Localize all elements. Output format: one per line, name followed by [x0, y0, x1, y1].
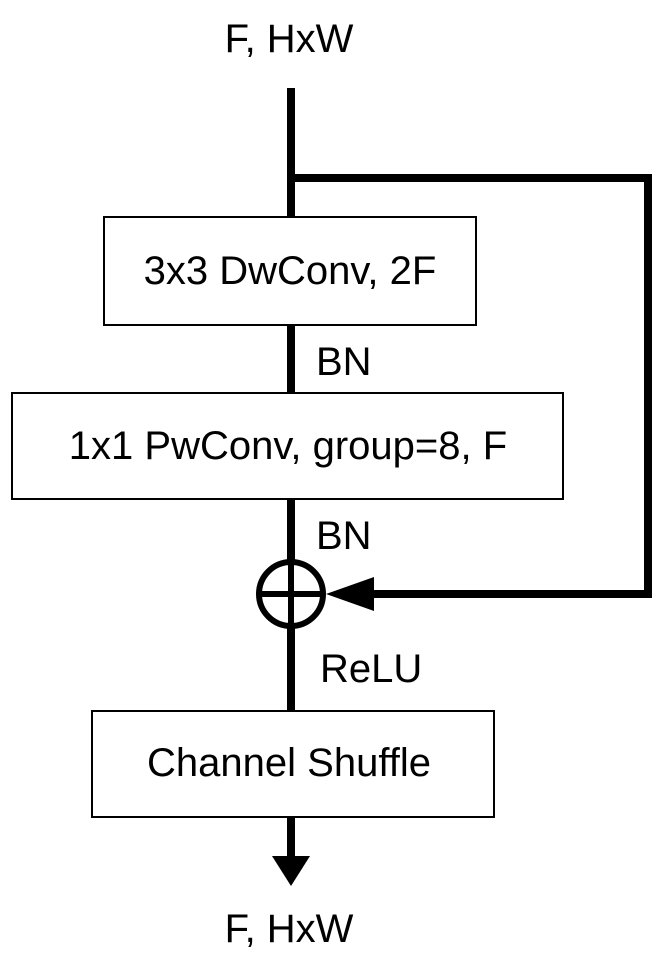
input-label: F, HxW: [225, 17, 354, 61]
channel-shuffle-block: Channel Shuffle: [91, 710, 495, 818]
pwconv-block: 1x1 PwConv, group=8, F: [11, 392, 564, 500]
output-label: F, HxW: [225, 907, 354, 951]
pwconv-label: 1x1 PwConv, group=8, F: [69, 424, 507, 468]
bn-label-2: BN: [316, 514, 372, 558]
output-arrowhead: [272, 856, 310, 886]
skip-arrowhead: [326, 577, 374, 611]
skip-connection-line: [291, 174, 652, 598]
add-operator-icon: [256, 559, 326, 629]
channel-shuffle-label: Channel Shuffle: [147, 741, 431, 785]
relu-label: ReLU: [320, 647, 422, 691]
dwconv-block: 3x3 DwConv, 2F: [103, 216, 477, 326]
dwconv-label: 3x3 DwConv, 2F: [144, 249, 437, 293]
bn-label-1: BN: [316, 340, 372, 384]
